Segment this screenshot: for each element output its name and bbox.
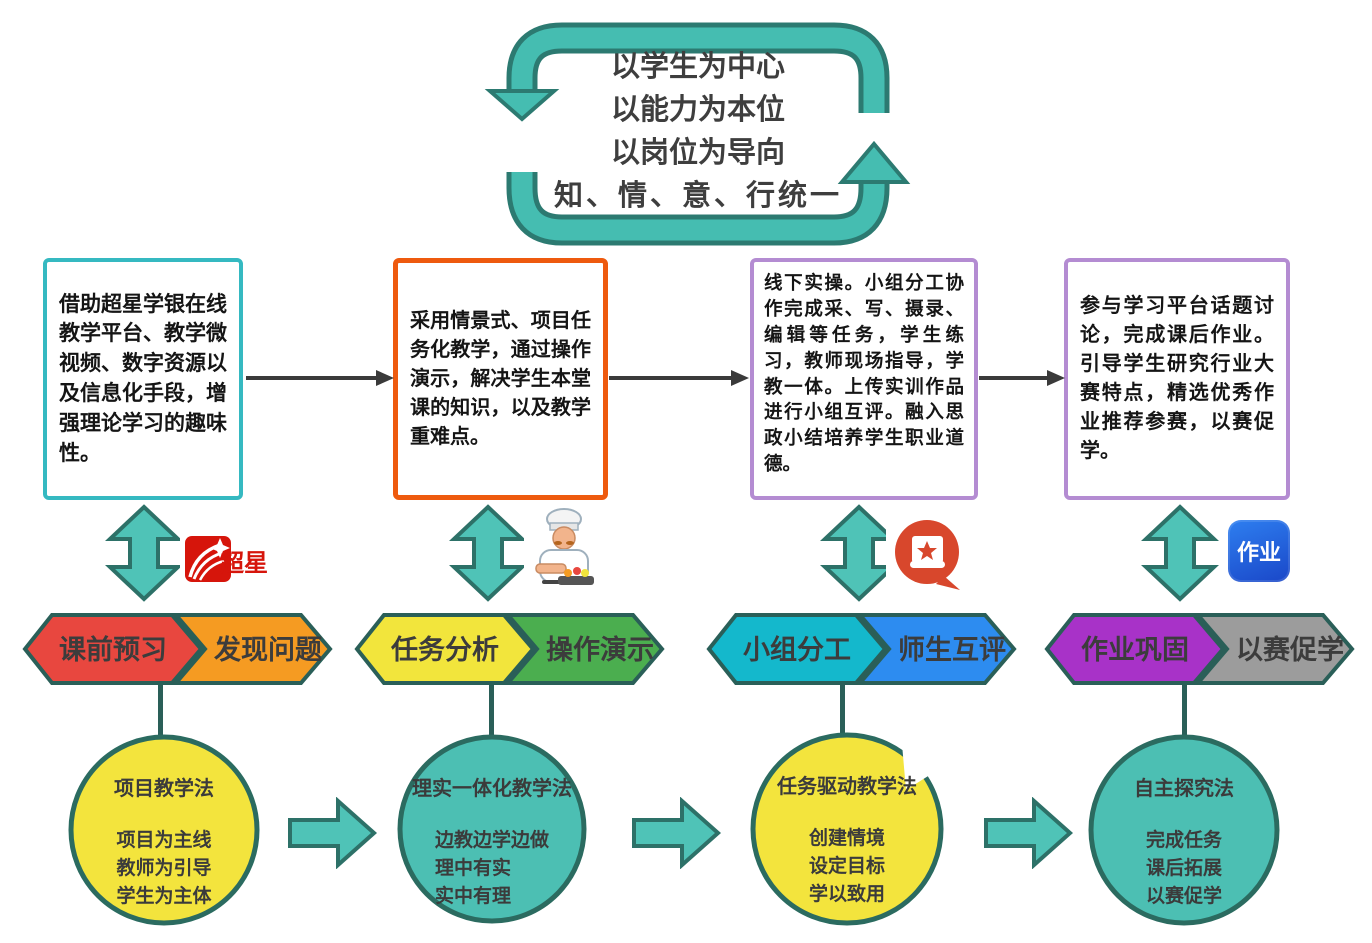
chaoxing-logo-mark xyxy=(180,507,272,602)
circle-title: 任务驱动教学法 xyxy=(777,776,917,798)
flow-arrow-right-3 xyxy=(979,370,1065,386)
chevron-mutual-evaluation xyxy=(855,613,1017,685)
white-wedge-decoration xyxy=(902,744,944,790)
block-arrow-right-3 xyxy=(984,797,1074,869)
method-circle-theory-practice: 理实一体化教学法 边教边学边做 理中有实 实中有理 xyxy=(397,734,587,924)
updown-arrow-4 xyxy=(1141,504,1219,602)
connector-line-2 xyxy=(489,684,494,736)
party-study-book-icon xyxy=(886,510,968,600)
box-text: 参与学习平台话题讨论，完成课后作业。引导学生研究行业大赛特点，精选优秀作业推荐参… xyxy=(1080,295,1274,462)
circle-lines: 创建情境 设定目标 学以致用 xyxy=(808,828,885,905)
chevron-group-division xyxy=(706,613,888,685)
chef-cooking-icon xyxy=(524,506,604,598)
description-box-online-platform: 借助超星学银在线教学平台、教学微视频、数字资源以及信息化手段，增强理论学习的趣味… xyxy=(43,258,243,500)
flow-arrow-right-1 xyxy=(246,370,394,386)
updown-arrow-1 xyxy=(105,504,183,602)
block-arrow-right-2 xyxy=(632,797,722,869)
connector-line-4 xyxy=(1182,684,1187,736)
chevron-operation-demo xyxy=(503,613,665,685)
chevron-label: 操作演示 xyxy=(546,634,654,665)
chevron-group-2: 任务分析 操作演示 xyxy=(354,613,665,685)
description-box-practice: 线下实操。小组分工协作完成采、写、摄录、编辑等任务，学生练习，教师现场指导，学教… xyxy=(750,258,978,500)
chevron-group-1: 课前预习 发现问题 xyxy=(22,613,333,685)
updown-arrow-2 xyxy=(449,504,527,602)
chevron-find-problems xyxy=(171,613,333,685)
loop-arrowhead-up xyxy=(837,140,911,184)
chevron-task-analysis xyxy=(354,613,536,685)
box-text: 线下实操。小组分工协作完成采、写、摄录、编辑等任务，学生练习，教师现场指导，学教… xyxy=(764,272,964,475)
circle-title: 理实一体化教学法 xyxy=(412,778,572,800)
circle-lines: 项目为主线 教师为引导 学生为主体 xyxy=(116,830,212,907)
chevron-homework-consolidation xyxy=(1044,613,1226,685)
chevron-label: 以赛促学 xyxy=(1236,634,1344,665)
homework-app-icon: 作业 xyxy=(1228,520,1290,582)
method-circle-self-exploration: 自主探究法 完成任务 课后拓展 以赛促学 xyxy=(1088,734,1280,926)
box-text: 借助超星学银在线教学平台、教学微视频、数字资源以及信息化手段，增强理论学习的趣味… xyxy=(59,292,227,465)
block-arrow-right-1 xyxy=(288,797,378,869)
loop-arrowhead-down xyxy=(484,89,560,122)
loop-line: 以学生为中心 xyxy=(610,51,785,83)
circle-lines: 完成任务 课后拓展 以赛促学 xyxy=(1145,830,1222,907)
chaoxing-logo-icon: 超星 xyxy=(180,507,272,602)
connector-line-3 xyxy=(840,684,845,736)
chevron-group-3: 小组分工 师生互评 xyxy=(706,613,1017,685)
circle-title: 自主探究法 xyxy=(1134,778,1234,800)
description-box-homework-competition: 参与学习平台话题讨论，完成课后作业。引导学生研究行业大赛特点，精选优秀作业推荐参… xyxy=(1064,258,1290,500)
chaoxing-label: 超星 xyxy=(220,550,268,577)
chevron-label: 师生互评 xyxy=(898,635,1006,665)
flow-arrow-right-2 xyxy=(609,370,749,386)
chevron-preclass-preview xyxy=(22,613,204,685)
chevron-label: 任务分析 xyxy=(390,635,499,665)
box-text: 采用情景式、项目任务化教学，通过操作演示，解决学生本堂课的知识，以及教学重难点。 xyxy=(410,309,591,448)
chevron-label: 发现问题 xyxy=(213,634,322,665)
chevron-group-4: 作业巩固 以赛促学 xyxy=(1044,613,1355,685)
chevron-label: 课前预习 xyxy=(59,634,167,665)
chevron-competition-learning xyxy=(1193,613,1355,685)
loop-line: 知、情、意、行统一 xyxy=(553,180,842,212)
chevron-label: 小组分工 xyxy=(743,634,851,665)
description-box-task-teaching: 采用情景式、项目任务化教学，通过操作演示，解决学生本堂课的知识，以及教学重难点。 xyxy=(393,258,608,500)
loop-text: 以学生为中心 以能力为本位 以岗位为导向 知、情、意、行统一 xyxy=(502,46,894,218)
circle-title: 项目教学法 xyxy=(114,778,214,800)
homework-label: 作业 xyxy=(1236,540,1281,565)
connector-line-1 xyxy=(158,684,163,736)
loop-line: 以岗位为导向 xyxy=(610,137,785,169)
method-circle-project-teaching: 项目教学法 项目为主线 教师为引导 学生为主体 xyxy=(68,734,260,926)
circle-lines: 边教边学边做 理中有实 实中有理 xyxy=(434,830,549,907)
method-circle-task-driven: 任务驱动教学法 创建情境 设定目标 学以致用 xyxy=(750,732,944,926)
cycle-loop-shape xyxy=(484,22,911,246)
chevron-label: 作业巩固 xyxy=(1081,635,1189,665)
updown-arrow-3 xyxy=(820,504,898,602)
loop-line: 以能力为本位 xyxy=(610,94,785,126)
